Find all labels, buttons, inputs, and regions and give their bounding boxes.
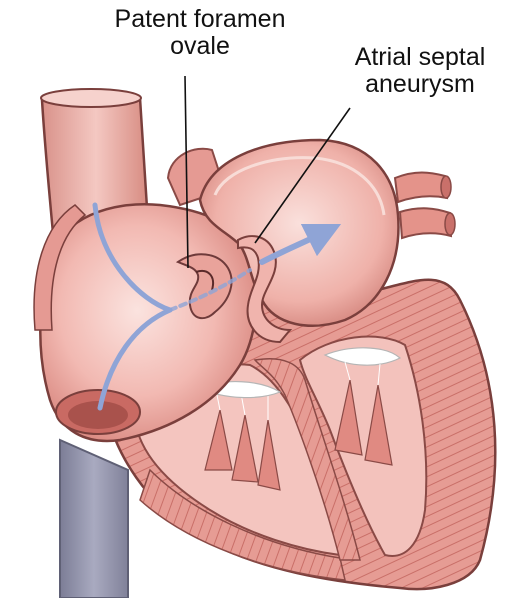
pfo-label-line2: ovale — [170, 32, 230, 60]
asa-label-line1: Atrial septal — [355, 43, 486, 71]
pfo-label-line1: Patent foramen — [115, 5, 286, 33]
label-atrial-septal-aneurysm: Atrial septal aneurysm — [320, 44, 519, 98]
inferior-vena-cava — [60, 440, 128, 598]
label-patent-foramen-ovale: Patent foramen ovale — [60, 6, 340, 60]
pulmonary-veins — [395, 173, 455, 239]
asa-label-line2: aneurysm — [365, 70, 475, 98]
